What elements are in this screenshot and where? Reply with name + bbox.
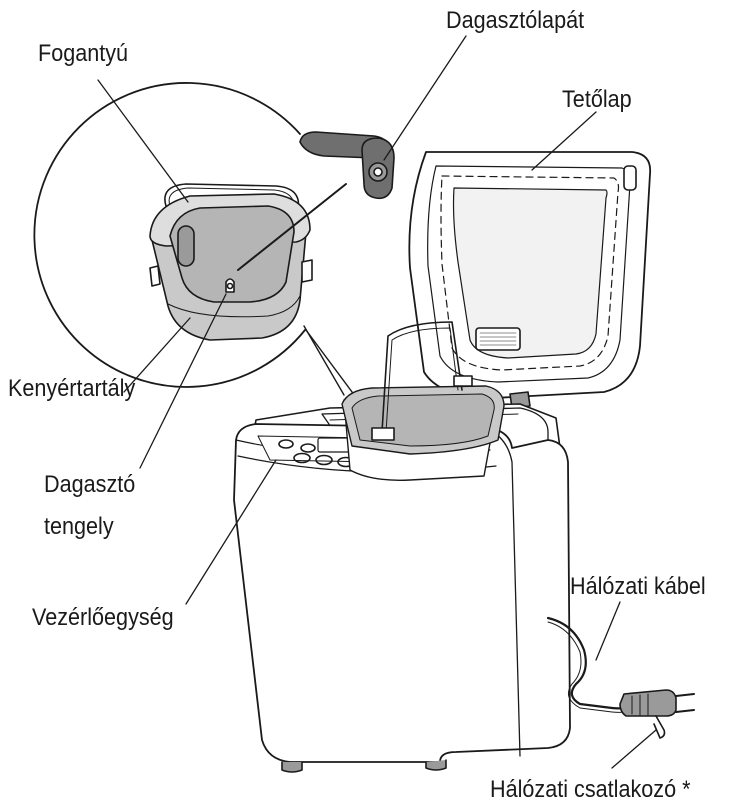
label-lid: Tetőlap [562, 86, 632, 113]
label-handle: Fogantyú [38, 40, 129, 67]
vent-grid [479, 332, 517, 346]
leader-bread-pan [123, 317, 191, 393]
leader-handle [97, 79, 189, 203]
leader-lid [531, 111, 597, 171]
label-bread-pan: Kenyértartály [8, 375, 136, 402]
label-kneading-shaft: Dagasztó tengely [44, 471, 135, 541]
label-control-panel: Vezérlőegység [32, 604, 174, 631]
leader-control-panel [185, 459, 277, 605]
label-kneading-shaft-line2: tengely [44, 513, 114, 540]
plug-ribs [631, 693, 649, 716]
inserted-pan-illustration [341, 321, 505, 481]
leader-power-cable [595, 601, 621, 661]
kneading-blade-illustration [237, 131, 395, 271]
leader-power-plug [611, 729, 657, 769]
label-power-cable: Hálózati kábel [570, 573, 706, 600]
bread-pan-illustration [149, 183, 313, 341]
leader-kneading-shaft [139, 293, 227, 469]
leader-kneading-blade [383, 35, 467, 161]
lid-illustration [408, 151, 652, 409]
label-kneading-blade: Dagasztólapát [446, 7, 585, 34]
leader-lines [97, 35, 657, 769]
label-power-plug: Hálózati csatlakozó * [490, 776, 691, 803]
inset-circle [33, 82, 359, 401]
power-cable-illustration [546, 616, 695, 739]
label-kneading-shaft-line1: Dagasztó [44, 471, 136, 498]
